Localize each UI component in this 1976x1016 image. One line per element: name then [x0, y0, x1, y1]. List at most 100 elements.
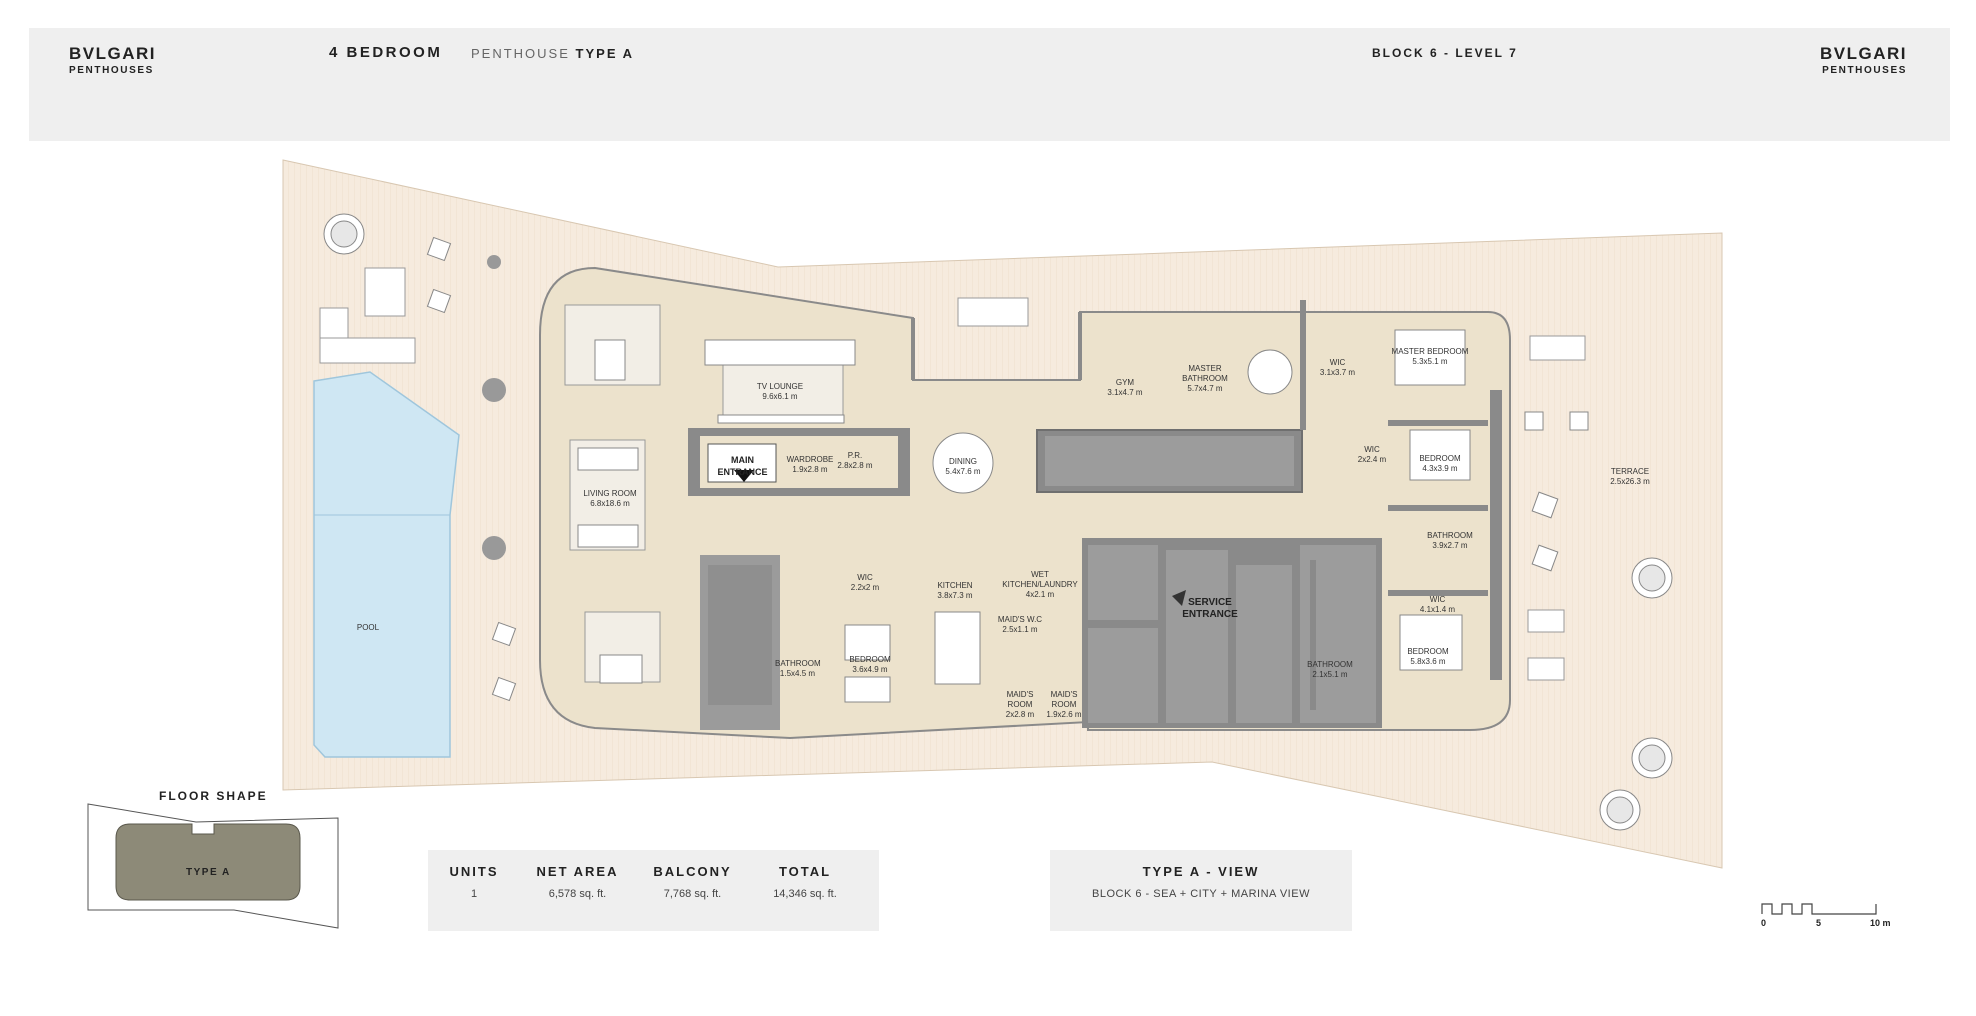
brand-sub: PENTHOUSES	[69, 65, 154, 76]
service-entrance-line2: ENTRANCE	[1182, 609, 1238, 620]
room-name: MAID'S	[1050, 690, 1078, 699]
room-size: 5.4x7.6 m	[945, 467, 981, 476]
room-size: 4.1x1.4 m	[1419, 605, 1456, 614]
room-name: WIC	[1429, 595, 1446, 604]
room-name: P.R.	[847, 451, 863, 460]
room-size: 5.7x4.7 m	[1187, 384, 1223, 393]
wall-block	[688, 428, 700, 490]
stat-balcony: BALCONY 7,768 sq. ft.	[635, 864, 750, 900]
stat-header: UNITS	[449, 864, 499, 879]
floor-shape-diagram	[87, 803, 339, 929]
page-title: 4 BEDROOM	[329, 44, 443, 61]
subtitle-prefix: PENTHOUSE	[471, 46, 570, 61]
header-bar	[29, 28, 1950, 141]
main-entrance-arrow	[734, 470, 754, 482]
room-name: MAID'S W.C	[997, 615, 1043, 624]
room-name: BATHROOM	[775, 659, 821, 668]
stat-value: 1	[470, 888, 478, 900]
room-size: 5.8x3.6 m	[1410, 657, 1446, 666]
kitchen-island	[934, 611, 981, 685]
scale-tick-5: 5	[1816, 918, 1822, 928]
view-panel: TYPE A - VIEW BLOCK 6 - SEA + CITY + MAR…	[1050, 850, 1352, 931]
stat-header: NET AREA	[536, 864, 619, 879]
room-name: TERRACE	[1610, 467, 1650, 476]
subtitle-type: TYPE A	[575, 46, 635, 61]
room-size: 2x2.8 m	[1005, 710, 1035, 719]
stat-value: 14,346 sq. ft.	[773, 888, 837, 900]
service-entrance-line1: SERVICE	[1188, 597, 1232, 608]
room-size: 1.9x2.8 m	[792, 465, 828, 474]
room-size: 4x2.1 m	[1025, 590, 1055, 599]
room-name: BEDROOM	[849, 655, 891, 664]
room-pr: P.R.2.8x2.8 m	[835, 451, 875, 471]
room-name: BATHROOM	[1427, 531, 1473, 540]
brand-logo-left: BVLGARI PENTHOUSES	[69, 44, 156, 76]
room-size: 1.9x2.6 m	[1046, 710, 1082, 719]
room-size: 3.6x4.9 m	[852, 665, 888, 674]
room-size: 3.1x4.7 m	[1107, 388, 1143, 397]
wall-block	[688, 428, 910, 436]
room-size: 2.8x2.8 m	[837, 461, 873, 470]
room-name: LIVING ROOM	[583, 489, 637, 498]
stats-panel: UNITS 1 NET AREA 6,578 sq. ft. BALCONY 7…	[428, 850, 879, 931]
stat-units: UNITS 1	[428, 864, 520, 900]
room-name: WIC	[1329, 358, 1346, 367]
room-name: WIC	[1364, 445, 1380, 454]
room-name: DINING	[949, 457, 977, 466]
room-name: BEDROOM	[1419, 454, 1461, 463]
room-size: 4.3x3.9 m	[1422, 464, 1458, 473]
room-name: WIC	[857, 573, 873, 582]
room-name: ROOM	[1051, 700, 1077, 709]
brand-sub: PENTHOUSES	[1822, 65, 1907, 76]
brand-name: BVLGARI	[69, 44, 156, 63]
room-name: MASTER BATHROOM	[1182, 364, 1228, 383]
room-name: MASTER BEDROOM	[1391, 347, 1469, 356]
room-size: 3.1x3.7 m	[1319, 368, 1356, 377]
stat-header: TOTAL	[778, 864, 832, 879]
floor-shape-label: FLOOR SHAPE	[159, 789, 268, 803]
view-header: TYPE A - VIEW	[1142, 864, 1260, 879]
room-size: 2x2.4 m	[1357, 455, 1387, 464]
room-name: WET KITCHEN/LAUNDRY	[1002, 570, 1078, 589]
view-value: BLOCK 6 - SEA + CITY + MARINA VIEW	[1092, 888, 1310, 900]
scale-tick-0: 0	[1761, 918, 1767, 928]
room-name: GYM	[1115, 378, 1135, 387]
room-size: 2.5x26.3 m	[1610, 477, 1650, 486]
stat-net-area: NET AREA 6,578 sq. ft.	[520, 864, 635, 900]
room-size: 1.5x4.5 m	[779, 669, 816, 678]
scale-tick-10: 10 m	[1870, 918, 1891, 928]
room-name: MAID'S	[1006, 690, 1034, 699]
room-name: KITCHEN	[937, 581, 973, 590]
wall-block	[688, 488, 910, 496]
room-name: TV LOUNGE	[756, 382, 804, 391]
room-size: 2.2x2 m	[850, 583, 880, 592]
room-name: BATHROOM	[1307, 660, 1353, 669]
room-size: 3.9x2.7 m	[1432, 541, 1468, 550]
room-name: ROOM	[1007, 700, 1033, 709]
scale-bar	[1761, 903, 1877, 915]
floor-shape-type: TYPE A	[186, 867, 231, 878]
stat-value: 7,768 sq. ft.	[663, 888, 722, 900]
room-name: BEDROOM	[1407, 647, 1449, 656]
